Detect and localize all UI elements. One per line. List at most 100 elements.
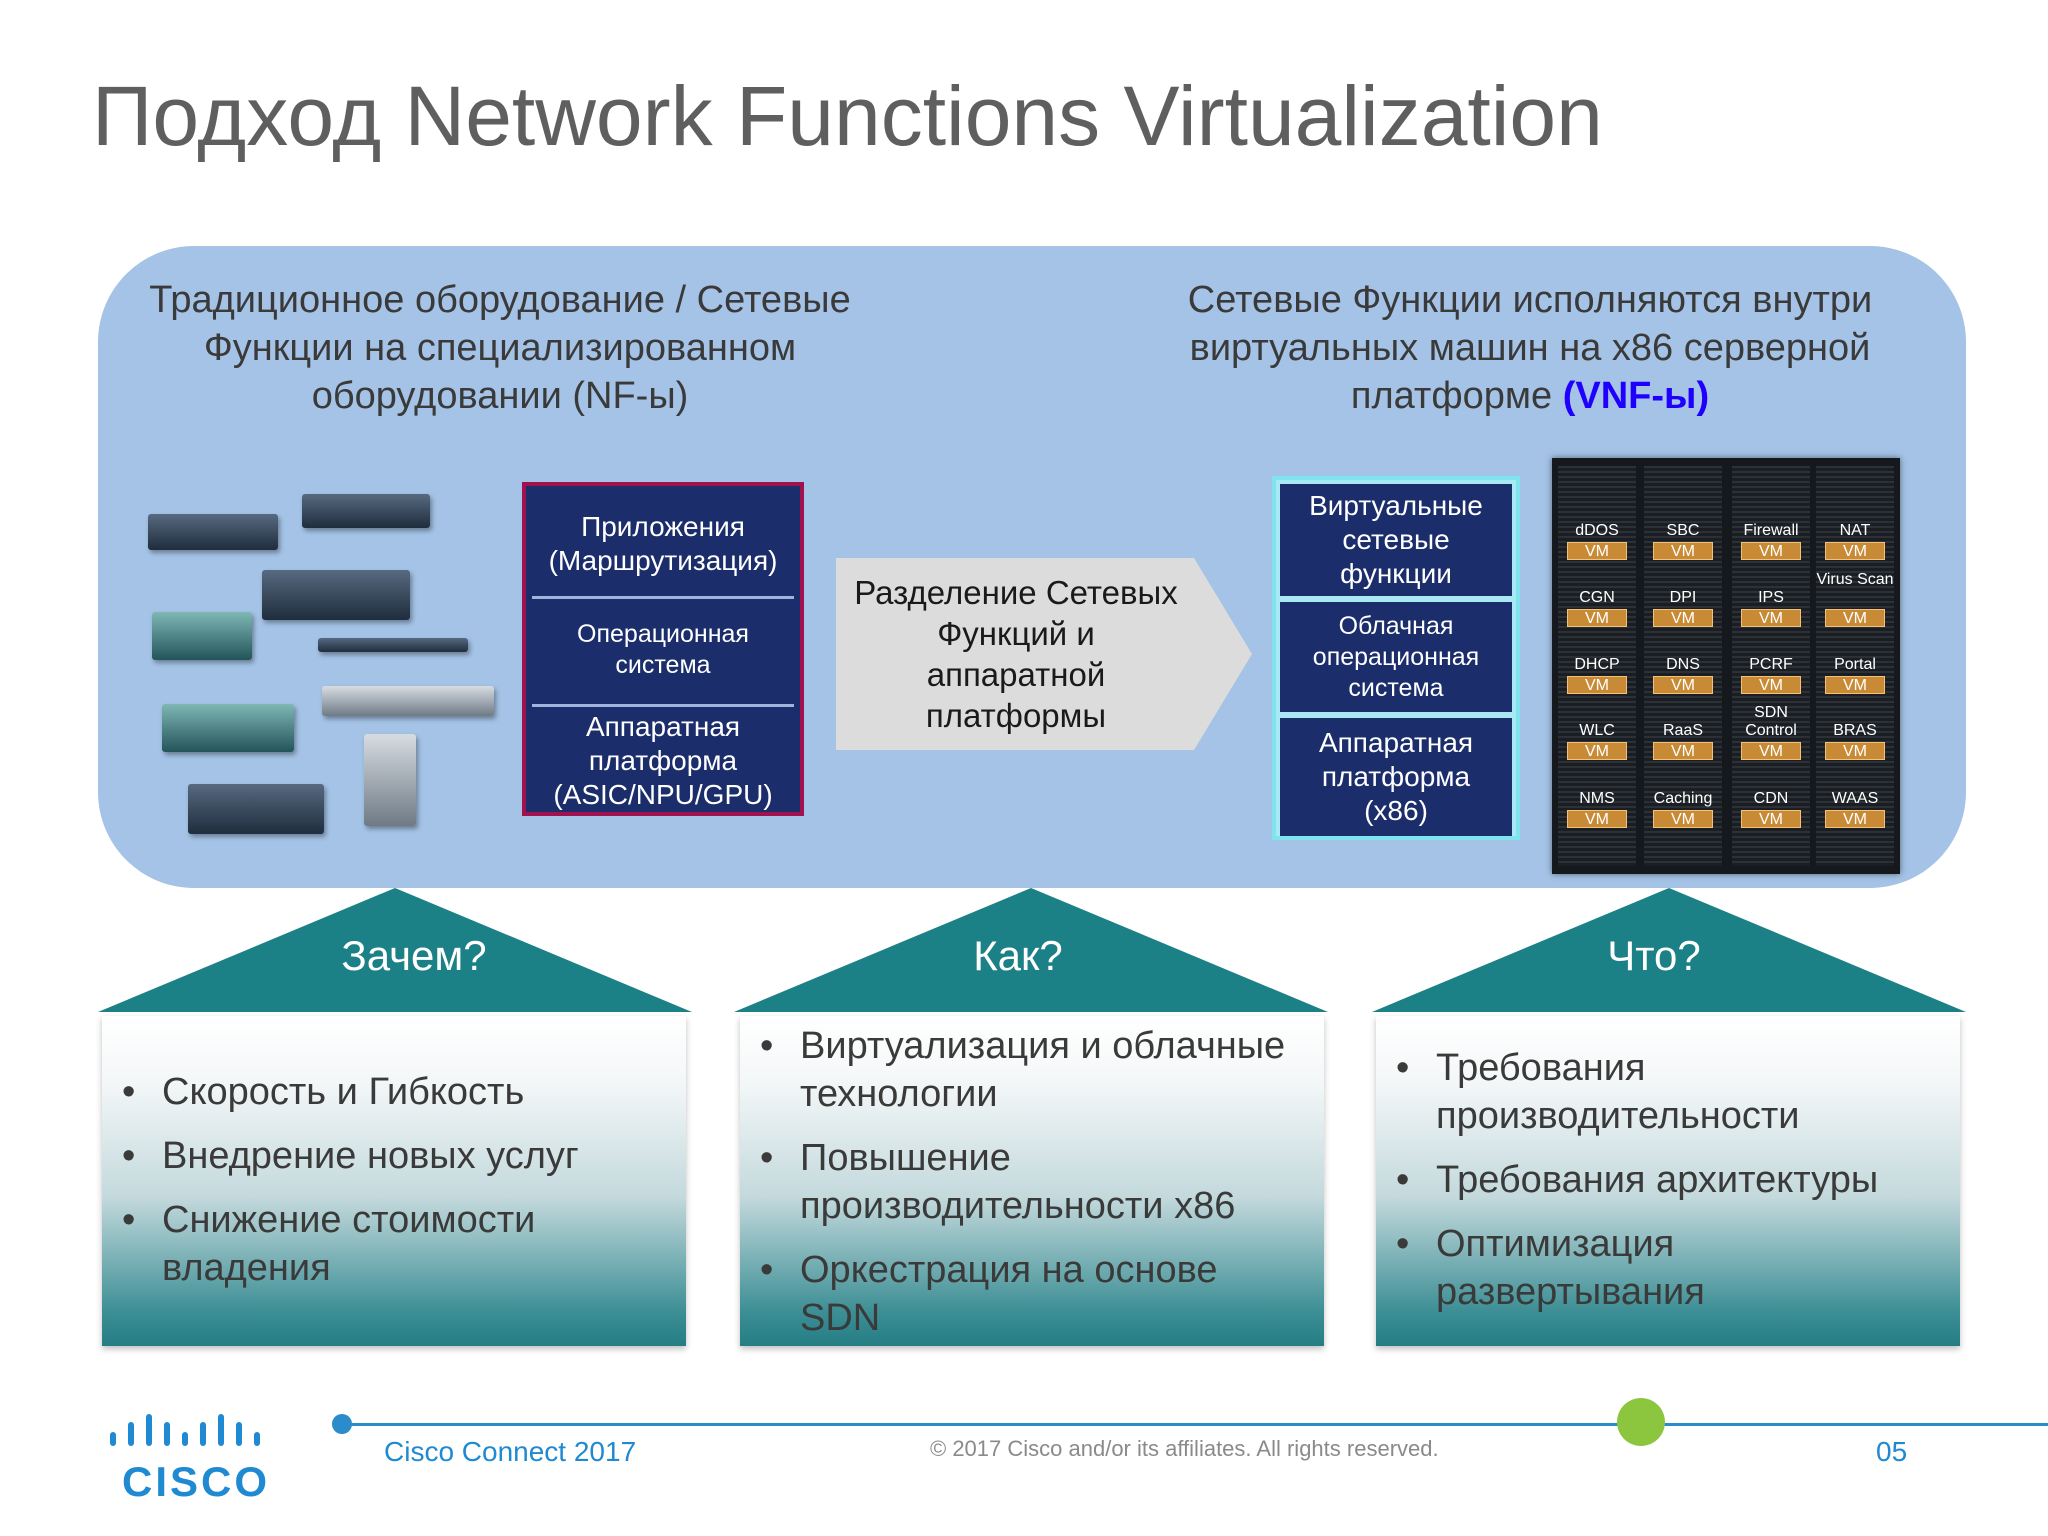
vm-badge: VM <box>1653 742 1713 760</box>
router-device <box>302 494 430 528</box>
what-list: Требования производительности Требования… <box>1376 1044 1936 1332</box>
cloud-os-layer: Облачная операционная система <box>1280 602 1512 712</box>
right-heading-text: Сетевые Функции исполняются внутри вирту… <box>1187 279 1873 417</box>
footer-progress-dot <box>1617 1398 1665 1446</box>
router-device <box>188 784 324 834</box>
divider <box>532 596 794 599</box>
vm-badge: VM <box>1567 742 1627 760</box>
chassis-device <box>364 734 416 826</box>
vnf-layer: Виртуальные сетевые функции <box>1280 484 1512 596</box>
vnf-highlight: (VNF-ы) <box>1562 375 1710 417</box>
what-heading: Что? <box>1607 932 1701 979</box>
bullet-item: Виртуализация и облачные технологии <box>740 1022 1300 1118</box>
vnf-label: NAT <box>1839 522 1871 539</box>
router-device <box>148 514 278 550</box>
vnf-label: BRAS <box>1833 722 1877 739</box>
bullet-item: Требования архитектуры <box>1376 1156 1936 1204</box>
rack-column <box>1558 466 1636 866</box>
applications-layer: Приложения (Маршрутизация) <box>548 511 778 576</box>
bullet-item: Внедрение новых услуг <box>102 1132 662 1180</box>
event-label: Cisco Connect 2017 <box>384 1436 637 1467</box>
left-heading: Традиционное оборудование / Сетевые Функ… <box>149 279 851 417</box>
vm-badge: VM <box>1741 742 1801 760</box>
roof-how <box>734 888 1328 1012</box>
vm-badge: VM <box>1741 676 1801 694</box>
how-list: Виртуализация и облачные технологии Повы… <box>740 1022 1300 1358</box>
vm-badge: VM <box>1653 810 1713 828</box>
footer-dot <box>332 1414 352 1434</box>
server-rack-image: dDOS VM CGN VM DHCP VM WLC VM NMS VM SBC VM DPI VM DNS… <box>1552 458 1900 874</box>
copyright: © 2017 Cisco and/or its affiliates. All … <box>930 1436 1439 1461</box>
why-panel: Скорость и Гибкость Внедрение новых услу… <box>102 1016 686 1346</box>
vm-badge: VM <box>1653 542 1713 560</box>
divider <box>532 704 794 707</box>
vnf-label: CGN <box>1579 589 1615 606</box>
vm-badge: VM <box>1741 609 1801 627</box>
server-device <box>322 686 494 716</box>
footer-line <box>338 1423 2048 1426</box>
vm-badge: VM <box>1825 542 1885 560</box>
vnf-label: PCRF <box>1749 656 1793 673</box>
bullet-item: Снижение стоимости владения <box>102 1196 662 1292</box>
switch-device <box>162 704 294 752</box>
bullet-item: Оптимизация развертывания <box>1376 1220 1936 1316</box>
page-number: 05 <box>1876 1436 1908 1467</box>
right-heading: Сетевые Функции исполняются внутри вирту… <box>1130 276 1930 420</box>
why-list: Скорость и Гибкость Внедрение новых услу… <box>102 1068 662 1308</box>
hardware-layer: Аппаратная платформа (ASIC/NPU/GPU) <box>553 711 773 810</box>
rack-column <box>1644 466 1722 866</box>
vm-badge: VM <box>1567 676 1627 694</box>
vm-badge: VM <box>1825 676 1885 694</box>
network-hardware-image <box>140 490 510 840</box>
vm-badge: VM <box>1825 810 1885 828</box>
vnf-label: Caching <box>1653 790 1713 807</box>
vm-badge: VM <box>1567 810 1627 828</box>
vm-badge: VM <box>1741 542 1801 560</box>
cisco-logo-icon <box>110 1414 260 1446</box>
how-heading: Как? <box>973 932 1063 979</box>
roof-why <box>98 888 692 1012</box>
vnf-label: SBC <box>1666 522 1700 539</box>
vnf-label: CDN <box>1753 790 1789 807</box>
bullet-item: Оркестрация на основе SDN <box>740 1246 1300 1342</box>
vnf-label: DNS <box>1666 656 1700 673</box>
vnf-label: Firewall <box>1743 522 1799 539</box>
vm-badge: VM <box>1825 742 1885 760</box>
x86-hardware-layer: Аппаратная платформа (x86) <box>1280 718 1512 836</box>
vnf-label: WLC <box>1579 722 1615 739</box>
slide-title: Подход Network Functions Virtualization <box>92 69 1603 163</box>
roof-what <box>1372 888 1966 1012</box>
vnf-label: RaaS <box>1662 722 1704 739</box>
bullet-item: Повышение производительности x86 <box>740 1134 1300 1230</box>
vnf-label: DHCP <box>1574 656 1620 673</box>
vnf-label: NMS <box>1579 790 1615 807</box>
bullet-item: Требования производительности <box>1376 1044 1936 1140</box>
vm-badge: VM <box>1653 609 1713 627</box>
what-panel: Требования производительности Требования… <box>1376 1016 1960 1346</box>
vm-badge: VM <box>1567 609 1627 627</box>
vnf-label: dDOS <box>1575 522 1619 539</box>
why-heading: Зачем? <box>341 932 487 979</box>
virtualized-stack: Виртуальные сетевые функции Облачная опе… <box>1272 476 1520 840</box>
router-device <box>262 570 410 620</box>
vnf-label: IPS <box>1758 589 1784 606</box>
vnf-label: WAAS <box>1831 790 1879 807</box>
decoupling-arrow <box>836 558 1252 750</box>
how-panel: Виртуализация и облачные технологии Повы… <box>740 1016 1324 1346</box>
vnf-label: Virus Scan <box>1816 571 1894 588</box>
bullet-item: Скорость и Гибкость <box>102 1068 662 1116</box>
rack-column <box>1732 466 1810 866</box>
cisco-logo-text: CISCO <box>122 1458 271 1505</box>
vnf-label: SDN Control <box>1745 704 1797 739</box>
rack-column <box>1816 466 1894 866</box>
vm-badge: VM <box>1653 676 1713 694</box>
traditional-stack: Приложения (Маршрутизация) Операционная … <box>522 482 804 816</box>
switch-device <box>318 638 468 652</box>
vnf-label: Portal <box>1834 656 1876 673</box>
vm-badge: VM <box>1567 542 1627 560</box>
router-device <box>152 612 252 660</box>
vm-badge: VM <box>1825 609 1885 627</box>
os-layer: Операционная система <box>577 620 749 679</box>
vnf-label: DPI <box>1669 589 1697 606</box>
arrow-label: Разделение Сетевых Функций и аппаратной … <box>854 574 1178 734</box>
